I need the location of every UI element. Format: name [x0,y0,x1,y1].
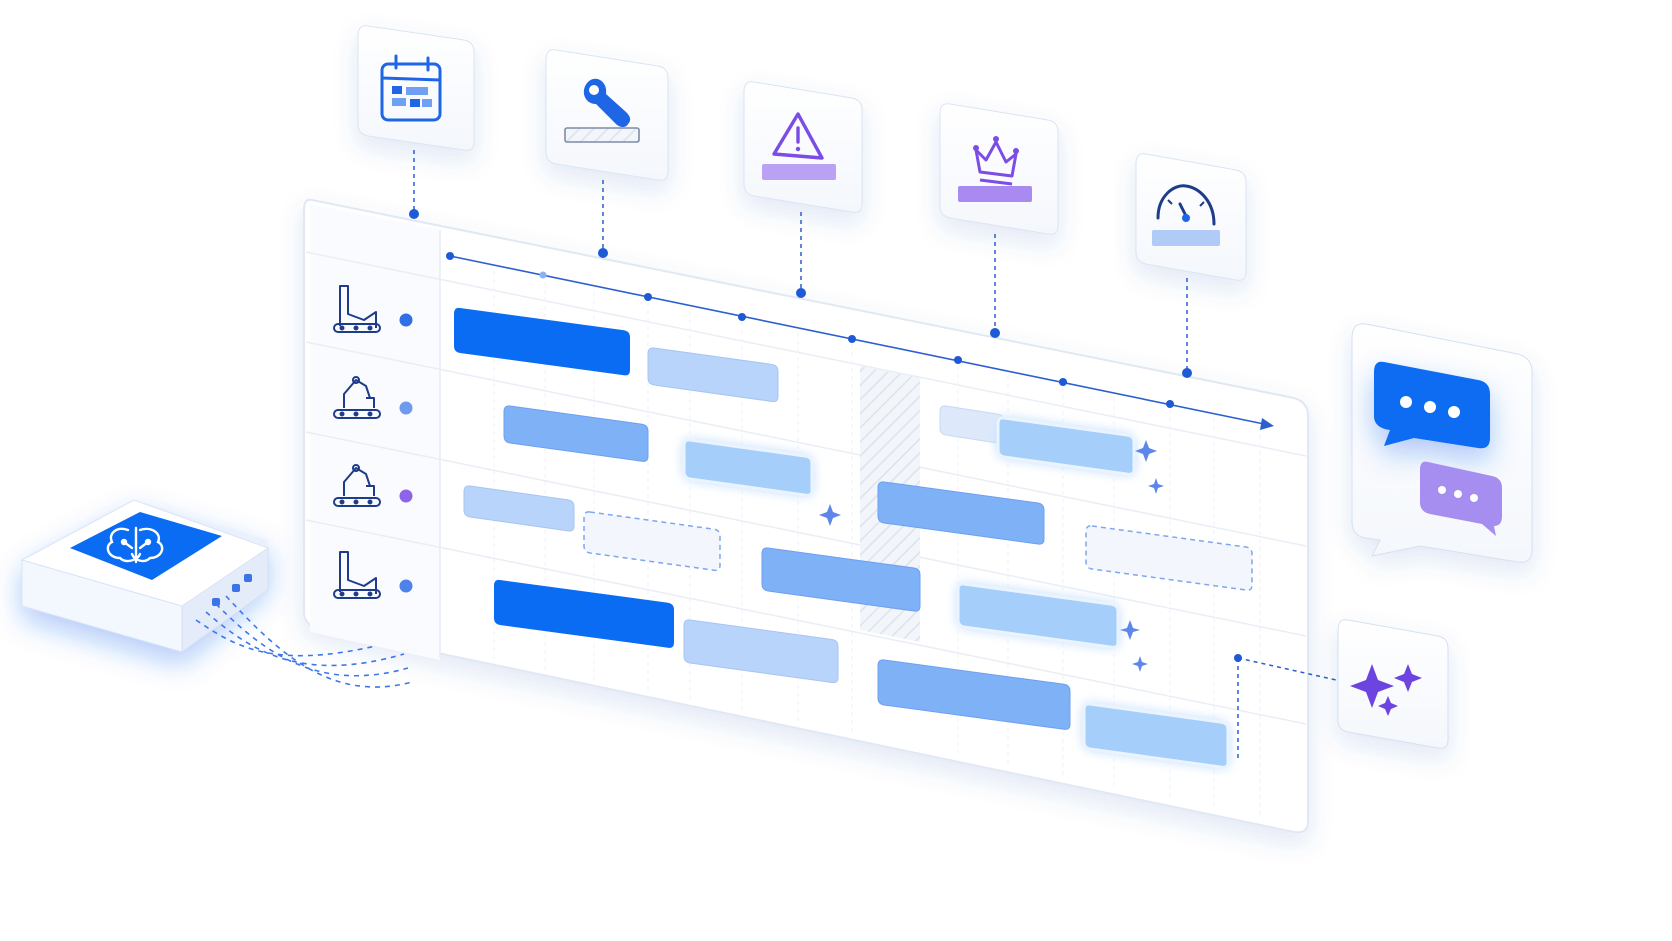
feature-card-performance [1135,153,1247,281]
crown-icon [958,136,1032,202]
ai-assist-card [1337,619,1449,749]
task-bar [494,579,674,648]
task-bar [1085,525,1253,591]
robot-arm-icon [333,376,381,419]
task-bar [503,405,649,462]
progress-bar [564,127,640,143]
task-bar [1082,702,1230,769]
task-bar [463,485,575,532]
sparkle-icon [819,440,1164,672]
task-bar [996,416,1136,476]
feature-card-priority [939,103,1059,235]
port [232,584,240,592]
task-bars [454,307,1253,769]
ai-hub-device [20,499,270,653]
feature-card-alert [743,81,863,213]
task-bar [956,582,1120,649]
task-bar [647,347,779,403]
status-dot [399,401,413,415]
arrow-icon [1260,418,1274,430]
task-bar [454,307,630,376]
task-bar [761,547,921,612]
timeline-axis [446,252,1274,430]
ai-assist-connector [1234,654,1337,760]
chat-card [1351,323,1533,563]
port [244,574,252,582]
feature-card-maintenance [545,49,669,181]
factory-icon [333,551,381,599]
port [212,598,220,606]
brain-chip-icon [106,526,164,564]
calendar-icon [380,54,442,122]
sparkle-icon [1350,664,1422,716]
chat-bubbles-icon [1374,361,1502,536]
factory-icon [333,285,381,333]
status-dot [399,579,413,593]
robot-arm-icon [333,464,381,507]
task-bar [583,511,721,572]
status-dot [399,313,413,327]
warning-icon [762,112,836,180]
status-dot [399,489,413,503]
gauge-icon [1152,184,1220,246]
resource-list [333,285,413,599]
task-bar [682,438,814,497]
task-bar [877,659,1071,730]
card-connectors [413,150,1188,373]
task-bar [877,481,1045,545]
task-bar [683,619,839,684]
data-cables [195,595,413,688]
wrench-icon [564,78,640,143]
